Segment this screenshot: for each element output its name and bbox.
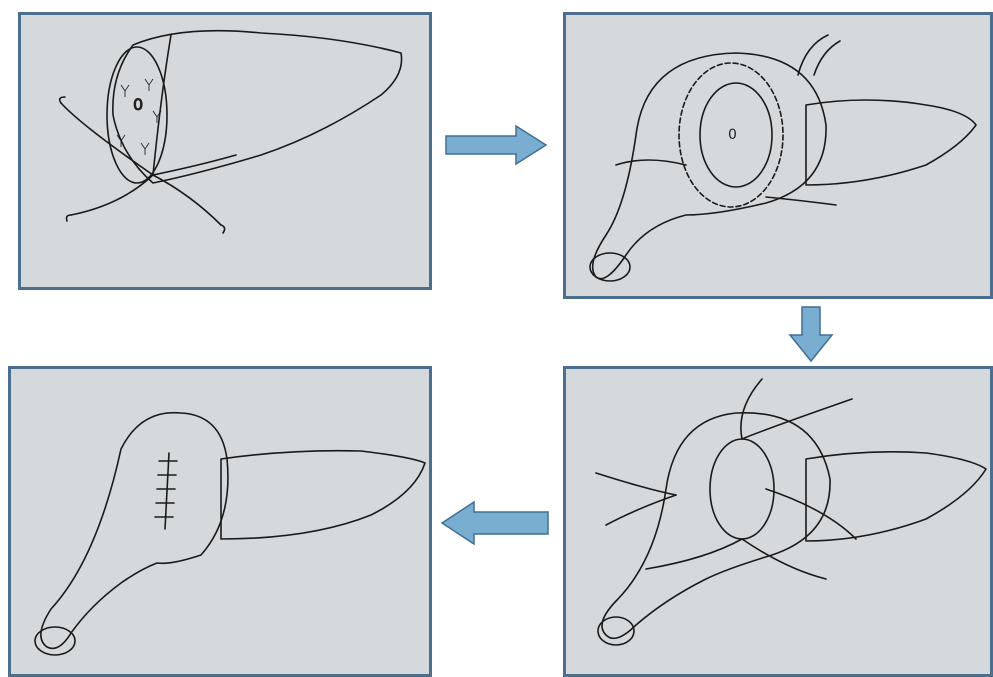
arrow-left bbox=[440, 500, 550, 546]
svg-text:0: 0 bbox=[728, 127, 737, 143]
step-4-panel bbox=[8, 366, 432, 677]
arrow-right bbox=[444, 124, 548, 166]
panel-background bbox=[566, 15, 990, 296]
step-2-panel: 0 bbox=[563, 12, 993, 299]
step-3-panel bbox=[563, 366, 993, 677]
step-1-panel: 0 bbox=[18, 12, 432, 290]
arrow-down bbox=[788, 305, 834, 363]
step-1-drawing: 0 bbox=[21, 15, 429, 287]
step-4-drawing bbox=[11, 369, 429, 674]
panel-background bbox=[21, 15, 429, 287]
step-3-drawing bbox=[566, 369, 990, 674]
svg-text:0: 0 bbox=[133, 95, 143, 114]
step-2-drawing: 0 bbox=[566, 15, 990, 296]
panel-background bbox=[566, 369, 990, 674]
